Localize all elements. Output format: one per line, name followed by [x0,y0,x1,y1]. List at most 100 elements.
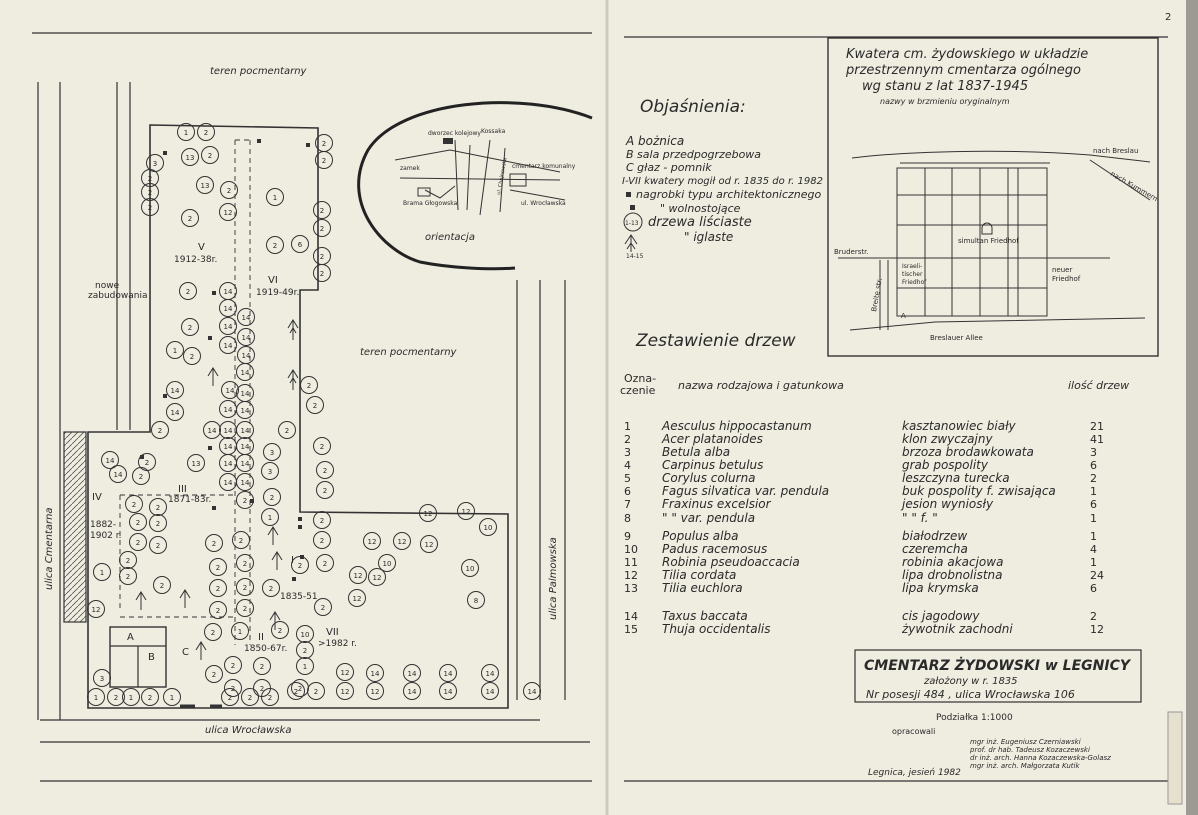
orientation-arc [357,101,593,271]
tree-number: 14 [241,460,250,468]
tree-number: 2 [126,573,130,581]
cell-polish-name: jesion wyniosły [900,497,994,511]
tree-number: 2 [307,382,311,390]
tree-circle-icon [316,554,334,572]
tree-circle-icon [237,328,255,346]
hatched-buildings [63,431,87,623]
tree-circle-icon [132,467,150,485]
cell-polish-name: brzoza brodawkowata [902,445,1034,459]
label-teren-top: teren pocmentarny [210,66,308,77]
tree-number: 12 [371,688,380,696]
tree-number: 2 [212,540,216,548]
section-label: V [198,242,205,253]
section-years: 1850-67r. [244,644,287,654]
tree-number: 12 [425,541,434,549]
title-block: CMENTARZ ŻYDOWSKI w LEGNICY założony w r… [854,649,1142,778]
table-header: czenie [620,384,656,397]
tree-circle-icon [109,465,127,483]
tree-number: 2 [314,688,318,696]
cell-number: 1 [624,420,631,433]
tree-number: 1 [173,347,177,355]
trees-table: Zestawienie drzew Ozna- czenie nazwa rod… [620,331,1129,636]
tree-number: 12 [353,595,362,603]
legend-item: " wolnostojące [660,202,741,215]
cell-polish-name: czeremcha [902,542,968,556]
section-label: VII [326,627,339,638]
tree-circle-icon [183,347,201,365]
cell-count: 6 [1090,582,1097,595]
cell-polish-name: białodrzew [902,529,967,543]
author-line: dr inż. arch. Hanna Kozaczewska-Golasz [970,754,1111,762]
orientation-label: ul. Wrocławska [521,200,566,207]
orientation-streets [394,139,566,216]
tree-circle-icon [153,576,171,594]
tree-number: 14 [224,305,233,313]
tree-circle-icon [196,176,214,194]
tree-number: 12 [354,572,363,580]
cell-number: 7 [624,498,631,511]
tree-number: 14 [224,460,233,468]
cell-polish-name: kasztanowiec biały [902,419,1017,433]
tree-circle-icon [313,511,331,529]
tree-number: 14 [224,443,233,451]
tree-number: 1 [100,569,104,577]
tree-circle-icon [461,559,479,577]
tree-number: 2 [239,537,243,545]
tree-number: 2 [211,629,215,637]
tree-circle-icon [237,308,255,326]
tree-circle-icon [393,532,411,550]
tree-number: 2 [136,519,140,527]
tree-number: 2 [188,324,192,332]
tree-number: 14 [242,314,251,322]
tree-number: 14 [208,427,217,435]
cell-count: 2 [1090,472,1097,485]
tree-number: 14 [224,406,233,414]
tree-circle-icon [287,682,305,700]
cell-latin-name: Betula alba [662,445,730,459]
tree-number: 14 [241,390,250,398]
tree-number: 2 [227,187,231,195]
tree-circle-icon [231,622,249,640]
tree-number: 2 [139,473,143,481]
tree-circle-icon [203,421,221,439]
inset-label: Friedhof [1052,275,1081,283]
tree-circle-icon [209,601,227,619]
cell-count: 24 [1090,569,1104,582]
inset-label: A [901,312,906,320]
inset-title-line: Kwatera cm. żydowskiego w układzie [846,47,1088,62]
tree-number: 2 [320,253,324,261]
tree-number: 2 [243,605,247,613]
tree-number: 2 [320,537,324,545]
tree-number: 12 [398,538,407,546]
conifer-tree-icon [624,234,638,252]
tree-circle-icon [403,664,421,682]
tree-circle-icon [307,682,325,700]
author-line: mgr inż. arch. Małgorzata Kutik [970,762,1080,770]
tree-number: 2 [158,427,162,435]
tree-number: 14 [226,387,235,395]
tree-number: 12 [462,508,471,516]
tree-circle-icon [204,623,222,641]
cell-polish-name: klon zwyczajny [902,432,993,446]
cell-count: 6 [1090,498,1097,511]
tree-number: 2 [320,207,324,215]
tree-circle-icon [122,688,140,706]
orientation-label: dworzec kolejowy [428,130,481,137]
cell-latin-name: Tilia cordata [662,568,736,582]
label-ulica-wroclawska: ulica Wrocławska [205,725,291,736]
tree-number: 13 [192,460,201,468]
orientation-title: orientacja [425,232,475,243]
tree-circle-icon [181,148,199,166]
cell-polish-name: cis jagodowy [902,609,980,623]
tree-number: 2 [298,685,302,693]
tree-circle-icon [141,169,159,187]
tree-circle-icon [368,568,386,586]
tree-circle-icon [271,621,289,639]
legend-item: drzewa liściaste [648,215,752,230]
tree-number: 14 [224,342,233,350]
tree-circle-icon [363,532,381,550]
tree-circle-icon [93,669,111,687]
